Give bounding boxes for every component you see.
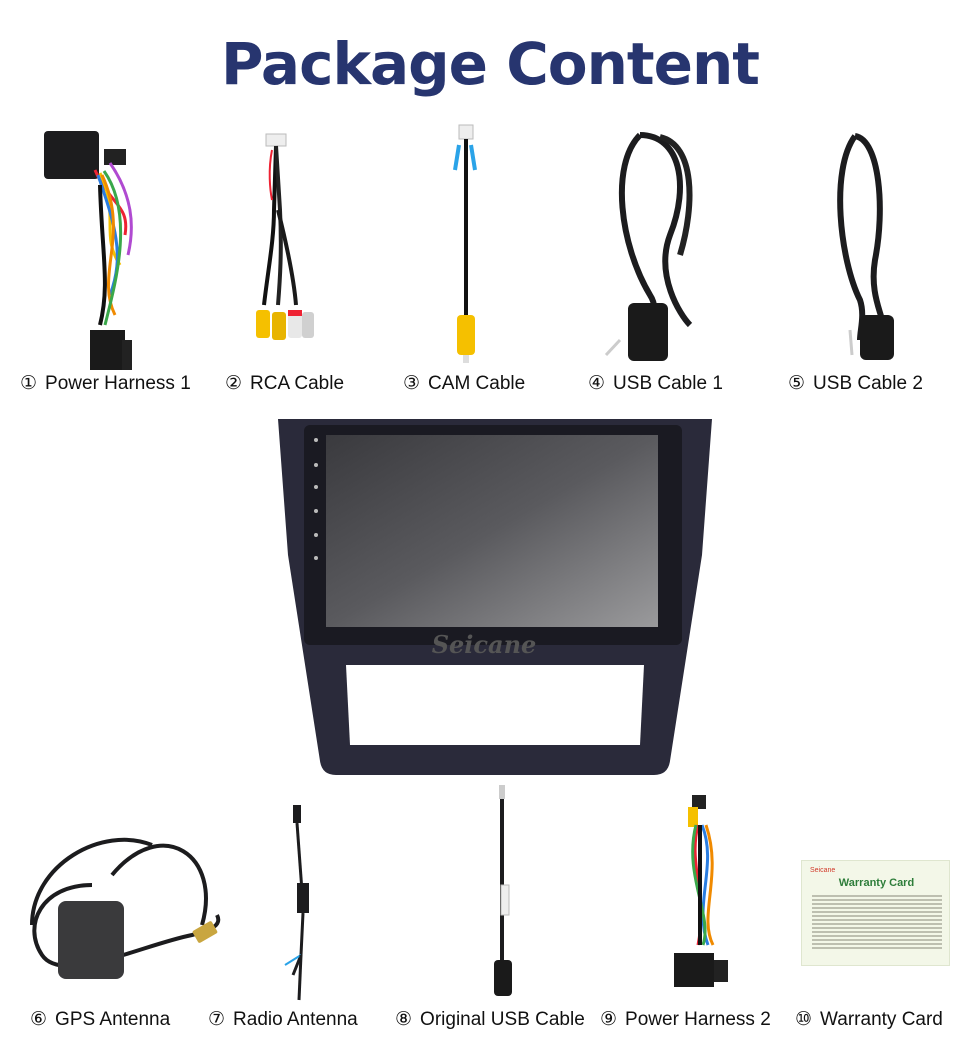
usb-cable-1-image [604, 132, 693, 361]
cam-cable-image [453, 124, 477, 363]
gps-antenna-image [30, 837, 221, 979]
rca-cable-image [256, 133, 314, 340]
power-harness-2-image [674, 795, 728, 987]
usb-cable-2-image [837, 133, 894, 360]
page-title: Package Content [220, 30, 760, 98]
head-unit-brand: Seicane [432, 630, 537, 659]
warranty-card-title: Warranty Card [838, 877, 915, 889]
warranty-card-image: Seicane Warranty Card [801, 860, 950, 966]
warranty-card-brand: Seicane [810, 867, 836, 874]
original-usb-cable-image [494, 785, 512, 996]
warranty-card-text-lines [812, 893, 942, 951]
power-harness-1-image [44, 131, 133, 370]
radio-antenna-image [284, 805, 309, 1001]
head-unit-image: Seicane [278, 419, 712, 775]
